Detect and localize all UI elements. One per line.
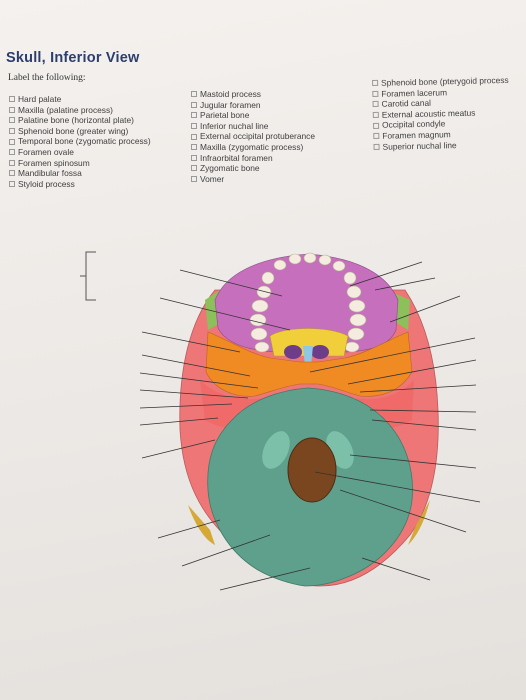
teeth-row [249,252,367,353]
list-item: Zygomatic bone [191,163,315,174]
bracket-mark [80,251,96,301]
label-text: Foramen ovale [18,146,74,157]
list-item: Mandibular fossa [9,168,151,179]
list-item: Parietal bone [191,110,315,121]
label-text: Zygomatic bone [200,163,260,174]
checkbox[interactable] [191,91,197,98]
list-item: Hard palate [9,94,151,105]
label-text: Styloid process [18,178,75,189]
checkbox[interactable] [191,101,197,108]
checkbox[interactable] [9,138,15,145]
checkbox[interactable] [9,149,15,156]
list-item: Maxilla (palatine process) [9,105,151,116]
checkbox[interactable] [191,133,197,140]
checkbox[interactable] [9,170,15,177]
list-item: Foramen spinosum [9,158,151,169]
foramen-magnum [287,437,337,503]
label-text: Jugular foramen [200,99,261,110]
list-item: Styloid process [9,179,151,190]
list-item: Vomer [191,174,315,185]
label-text: Maxilla (palatine process) [18,104,113,115]
list-item: Jugular foramen [191,100,315,111]
label-text: Mastoid process [200,89,261,99]
checkbox[interactable] [191,165,197,172]
parietal-edge-right [408,500,430,545]
label-text: Foramen spinosum [18,157,90,168]
occipital-condyle-left [262,431,290,469]
label-text: Parietal bone [200,110,250,121]
checkbox[interactable] [9,96,15,103]
list-item: Inferior nuchal line [191,121,315,132]
list-item: Palatine bone (horizontal plate) [9,115,151,126]
label-list-column-2: Mastoid process Jugular foramen Parietal… [191,89,315,184]
label-text: Hard palate [18,94,62,104]
checkbox[interactable] [9,159,15,166]
label-text: Inferior nuchal line [200,120,269,131]
list-item: Foramen ovale [9,147,151,158]
leader-lines-right [309,261,481,581]
list-item: Maxilla (zygomatic process) [191,142,315,153]
checkbox[interactable] [9,128,15,135]
label-list-column-1: Hard palate Maxilla (palatine process) P… [9,94,151,189]
checkbox[interactable] [191,144,197,151]
checkbox[interactable] [9,181,15,188]
label-text: Mandibular fossa [18,168,82,179]
sphenoid-bone [205,331,413,397]
instruction-text: Label the following: [8,73,86,83]
list-item: Infraorbital foramen [191,153,315,164]
label-text: External occipital protuberance [200,131,315,142]
label-text: Palatine bone (horizontal plate) [18,115,134,126]
checkbox[interactable] [191,112,197,119]
list-item: External occipital protuberance [191,131,315,142]
checkbox[interactable] [191,176,197,183]
checkbox[interactable] [9,106,15,113]
label-text: Maxilla (zygomatic process) [200,141,304,152]
choana-right [311,345,329,359]
checkbox[interactable] [9,117,15,124]
label-text: Vomer [200,173,225,184]
page-title: Skull, Inferior View [6,50,140,66]
label-text: Infraorbital foramen [200,152,273,163]
leader-lines-left [139,269,311,591]
label-text: Temporal bone (zygomatic process) [18,136,151,147]
list-item: Sphenoid bone (greater wing) [9,126,151,137]
checkbox[interactable] [191,123,197,130]
label-text: Sphenoid bone (greater wing) [18,125,129,136]
list-item: Temporal bone (zygomatic process) [9,136,151,147]
list-item: Mastoid process [191,89,315,100]
checkbox[interactable] [191,154,197,161]
choana-left [284,345,302,359]
vomer [303,346,313,366]
